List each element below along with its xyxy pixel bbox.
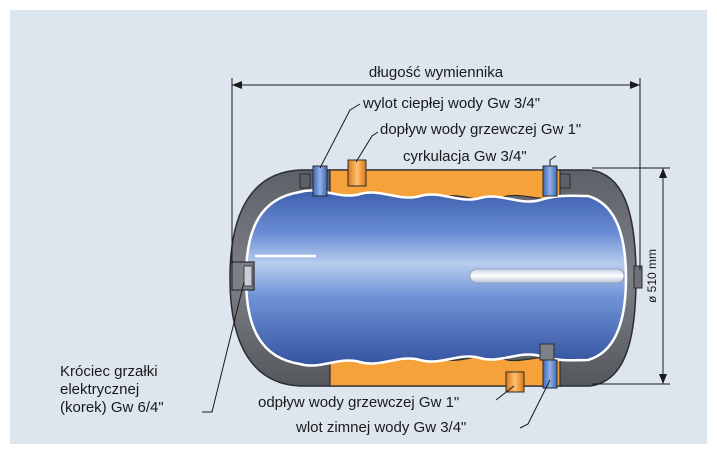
- top-flange-left: [299, 173, 311, 189]
- heater-plug: [243, 265, 253, 287]
- heating-inlet-pipe: [347, 159, 367, 187]
- heating-water-outlet-label: odpływ wody grzewczej Gw 1": [258, 394, 459, 411]
- cold-water-pipe: [542, 359, 558, 389]
- hot-water-pipe: [312, 165, 328, 197]
- length-label: długość wymiennika: [369, 64, 504, 81]
- right-cap: [633, 265, 643, 289]
- circulation-label: cyrkulacja Gw 3/4": [403, 148, 527, 165]
- heater-label-line2: elektrycznej: [60, 381, 139, 398]
- circulation-leader: [549, 155, 557, 166]
- top-flange-right: [559, 173, 571, 189]
- diameter-label: ø 510 mm: [645, 249, 659, 303]
- inner-tank: [244, 189, 628, 367]
- heating-water-inlet-label: dopływ wody grzewczej Gw 1": [380, 121, 581, 138]
- length-arrow-left: [232, 81, 242, 89]
- circulation-pipe: [542, 165, 558, 197]
- bottom-fitting: [539, 343, 555, 361]
- heater-leader: [202, 281, 245, 413]
- length-arrow-right: [630, 81, 640, 89]
- heating-outlet-leader: [495, 385, 515, 401]
- heating-inlet-leader: [355, 131, 379, 163]
- heater-label-line3: (korek) Gw 6/4": [60, 399, 164, 416]
- heating-outlet-pipe: [505, 371, 525, 393]
- anode-rod: [469, 268, 625, 284]
- hot-water-leader: [319, 103, 361, 169]
- heater-label-line1: Króciec grzałki: [60, 363, 158, 380]
- diameter-arrow-top: [659, 168, 667, 178]
- cold-water-leader: [519, 379, 551, 429]
- diameter-arrow-bottom: [659, 374, 667, 384]
- cold-water-inlet-label: wlot zimnej wody Gw 3/4": [295, 419, 466, 436]
- hot-water-outlet-label: wylot ciepłej wody Gw 3/4": [362, 95, 540, 112]
